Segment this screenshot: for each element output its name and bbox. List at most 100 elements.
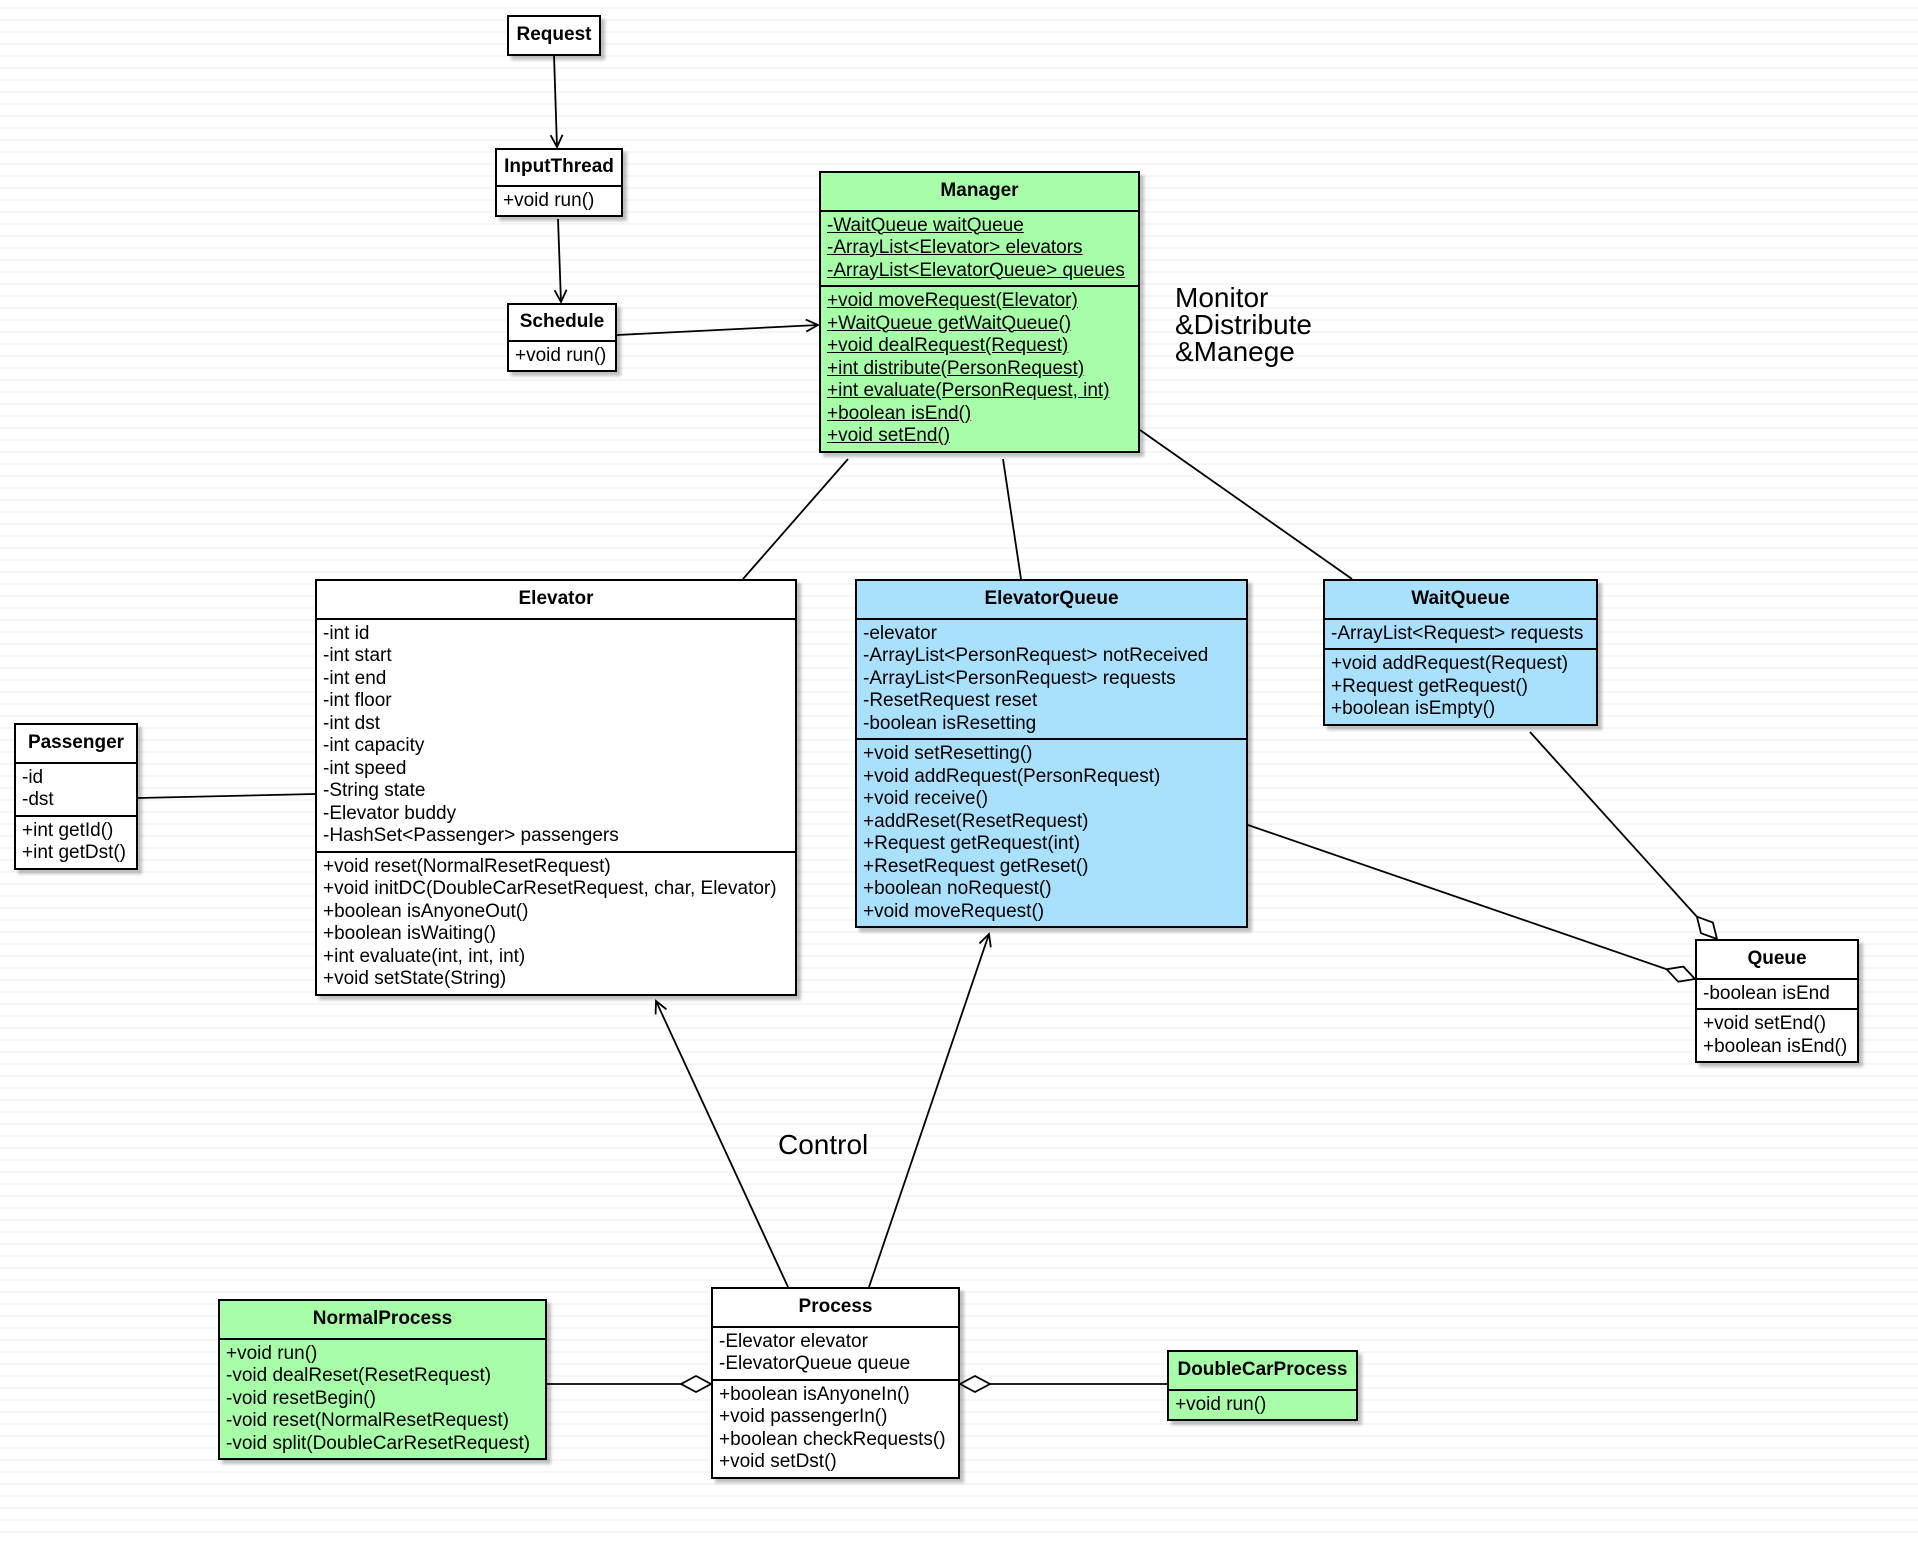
attribute-list: -elevator-ArrayList<PersonRequest> notRe… [857,617,1246,739]
aggregation-diamond [958,1374,992,1394]
edge-passenger-elevator [137,793,316,799]
edge-waitqueue-queue [1529,731,1719,941]
method: +void setEnd() [1703,1013,1827,1034]
method-list: +int getId()+int getDst() [16,814,136,868]
class-name: ElevatorQueue [984,588,1119,609]
attribute-list: -id-dst [16,761,136,815]
method: +void dealRequest(Request) [827,335,1069,356]
attribute: -ArrayList<Elevator> elevators [827,237,1083,258]
edge-line [654,999,789,1288]
method: -void dealReset(ResetRequest) [226,1365,492,1386]
edge-line [137,793,316,799]
class-name: Request [516,24,592,45]
edge-normalprocess-process [547,1374,713,1394]
attribute: -ResetRequest reset [863,690,1038,711]
class-process[interactable]: Process -Elevator elevator-ElevatorQueue… [711,1287,960,1479]
aggregation-diamond [1664,965,1697,983]
method-list: +void moveRequest(Elevator)+WaitQueue ge… [821,285,1138,451]
method: +boolean noRequest() [863,878,1052,899]
method: +boolean isEmpty() [1331,698,1496,719]
edge-line [1529,731,1698,918]
method: +int getId() [22,819,114,841]
class-name: Passenger [27,732,125,753]
class-inputthread[interactable]: InputThread +void run() [495,148,623,217]
method: +boolean isAnyoneIn() [719,1383,910,1405]
note-monitor: Monitor &Distribute &Manege [1175,284,1312,366]
attribute: -HashSet<Passenger> passengers [323,825,619,846]
method-list: +void setResetting()+void addRequest(Per… [857,738,1246,926]
attribute: -String state [323,780,426,801]
attribute: -Elevator elevator [719,1330,868,1352]
edge-line [868,932,992,1288]
method-list: +void setEnd()+boolean isEnd() [1697,1008,1857,1061]
method: +void run() [226,1342,318,1364]
method: +void passengerIn() [719,1406,888,1427]
attribute: -dst [22,789,54,810]
attribute-list: -int id-int start-int end-int floor-int … [317,617,795,851]
method: -void split(DoubleCarResetRequest) [226,1432,531,1454]
method: +int distribute(PersonRequest) [827,357,1085,379]
method: +int evaluate(PersonRequest, int) [827,380,1110,401]
class-name: Queue [1747,948,1807,969]
edge-process-elevatorqueue [868,932,992,1288]
method: +int getDst() [22,842,127,863]
method: +void setEnd() [827,425,951,446]
method: +void addRequest(PersonRequest) [863,765,1161,787]
edge-doublecarprocess-process [958,1374,1167,1394]
class-name: Schedule [519,311,605,332]
method: +void setState(String) [323,968,507,989]
attribute: -ArrayList<ElevatorQueue> queues [827,259,1125,281]
method: +addReset(ResetRequest) [863,810,1089,832]
class-name: WaitQueue [1411,588,1510,609]
edge-line [553,218,568,305]
aggregation-diamond [1695,915,1719,941]
edge-line [1139,429,1353,580]
attribute: -boolean isEnd [1703,982,1830,1004]
attribute: -Elevator buddy [323,802,457,824]
attribute-list: -boolean isEnd [1697,977,1857,1009]
method: +WaitQueue getWaitQueue() [827,312,1072,334]
method: +boolean isWaiting() [323,923,497,944]
class-doublecarprocess[interactable]: DoubleCarProcess +void run() [1167,1350,1358,1421]
class-passenger[interactable]: Passenger -id-dst +int getId()+int getDs… [14,723,138,870]
edge-line [616,318,821,336]
attribute: -int speed [323,757,407,779]
method: +void initDC(DoubleCarResetRequest, char… [323,878,777,899]
attribute: -int end [323,667,387,689]
attribute: -boolean isResetting [863,712,1037,734]
edge-request-inputthread [549,54,564,150]
attribute-list: -WaitQueue waitQueue-ArrayList<Elevator>… [821,209,1138,286]
method: +boolean isEnd() [1703,1035,1848,1057]
method: +void reset(NormalResetRequest) [323,855,611,877]
edge-inputthread-schedule [553,218,568,305]
class-schedule[interactable]: Schedule +void run() [507,303,617,372]
method: +void run() [515,344,607,366]
class-request[interactable]: Request [507,15,601,56]
method: +ResetRequest getReset() [863,855,1089,877]
attribute: -elevator [863,622,937,644]
attribute: -ElevatorQueue queue [719,1353,911,1374]
edge-process-elevator [654,999,789,1288]
attribute-list: -ArrayList<Request> requests [1325,617,1596,649]
class-waitqueue[interactable]: WaitQueue -ArrayList<Request> requests +… [1323,579,1598,726]
class-manager[interactable]: Manager -WaitQueue waitQueue-ArrayList<E… [819,171,1140,453]
method: +Request getRequest(int) [863,833,1081,854]
method: +void receive() [863,788,989,809]
edge-line [549,54,564,150]
attribute: -id [22,766,44,788]
method: +int evaluate(int, int, int) [323,945,526,967]
edge-line [1002,458,1022,580]
attribute: -int floor [323,690,392,711]
class-name: DoubleCarProcess [1177,1359,1348,1380]
attribute-list: -Elevator elevator-ElevatorQueue queue [713,1325,958,1379]
class-queue[interactable]: Queue -boolean isEnd +void setEnd()+bool… [1695,939,1859,1063]
method: +void setDst() [719,1451,837,1472]
method-list: +void run() [1169,1388,1356,1420]
attribute: -int start [323,645,392,666]
class-elevator[interactable]: Elevator -int id-int start-int end-int f… [315,579,797,996]
class-elevatorqueue[interactable]: ElevatorQueue -elevator-ArrayList<Person… [855,579,1248,928]
edge-manager-waitqueue [1139,429,1353,580]
class-normalprocess[interactable]: NormalProcess +void run()-void dealReset… [218,1299,547,1460]
edge-manager-elevatorqueue [1002,458,1022,580]
